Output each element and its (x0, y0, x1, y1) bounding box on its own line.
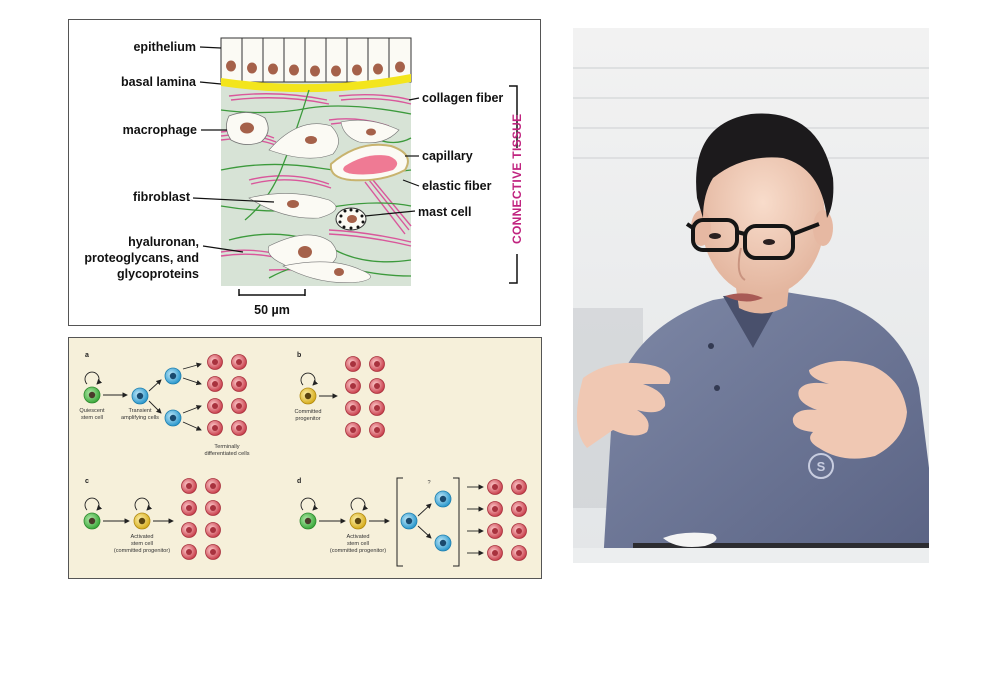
speaker-photo-svg: S (573, 28, 929, 563)
differentiated-cells-d (487, 479, 527, 561)
shirt-logo-text: S (817, 459, 826, 474)
label-committed-line2: progenitor (295, 416, 320, 422)
label-hyaluronan-line1: hyaluronan, (128, 235, 199, 249)
label-elastic-fiber: elastic fiber (422, 179, 492, 193)
label-connective-tissue: CONNECTIVE TISSUE (510, 114, 524, 244)
basal-lamina-band (221, 74, 411, 93)
differentiated-cells-c (181, 478, 221, 560)
face (701, 140, 825, 296)
connective-tissue-diagram: epithelium basal lamina macrophage fibro… (68, 19, 541, 326)
label-hyaluronan-line2: proteoglycans, and (84, 251, 199, 265)
label-terminal-line2: differentiated cells (205, 451, 250, 457)
panel-letter-c: c (85, 478, 89, 485)
label-macrophage: macrophage (123, 123, 197, 137)
collagen-fibers (220, 93, 412, 279)
differentiated-cells-a (207, 354, 247, 436)
label-question: ? (427, 480, 430, 486)
label-transient-line2: amplifying cells (121, 415, 159, 421)
mast-cell (335, 207, 367, 231)
label-activated-d-line3: (committed progenitor) (330, 548, 386, 554)
label-activated-c-line2: stem cell (131, 541, 153, 547)
glasses-icon (685, 218, 820, 260)
label-transient-line1: Transient (128, 408, 152, 414)
label-fibroblast: fibroblast (133, 190, 191, 204)
label-quiescent-line2: stem cell (81, 415, 103, 421)
label-leader-lines (192, 46, 420, 253)
macrophage-cell (226, 112, 269, 145)
lineage-panel-c: c Activated stem cell (committed progeni… (83, 478, 221, 560)
panel-letter-d: d (297, 478, 301, 485)
panel-letter-b: b (297, 352, 301, 359)
label-collagen-fiber: collagen fiber (422, 91, 503, 105)
right-hand (792, 360, 907, 459)
lineage-panel-a: a Quiescent stem cell Transient amplifyi… (79, 352, 249, 457)
label-mast-cell: mast cell (418, 205, 472, 219)
shirt-logo-icon (808, 453, 834, 479)
label-terminal-line1: Terminally (214, 444, 239, 450)
self-renewal-arrow (84, 371, 103, 385)
lineage-panel-b: b Committed progenitor (294, 352, 385, 438)
desk-object (663, 532, 717, 547)
label-hyaluronan-line3: glycoproteins (117, 267, 199, 281)
hair (696, 113, 834, 218)
capillary-vessel (329, 143, 409, 182)
stem-cell-lineage-svg: a Quiescent stem cell Transient amplifyi… (79, 352, 527, 567)
fibroblast-nuclei (287, 128, 376, 276)
uncertain-step-brackets (396, 477, 460, 567)
epithelium-cells (220, 37, 412, 83)
label-committed-line1: Committed (294, 409, 321, 415)
label-activated-c-line1: Activated (130, 534, 153, 540)
connective-tissue-bracket (509, 85, 518, 284)
connective-tissue-svg: epithelium basal lamina macrophage fibro… (84, 37, 524, 317)
label-basal-lamina: basal lamina (121, 75, 197, 89)
differentiated-cells-b (345, 356, 385, 438)
label-activated-d-line1: Activated (346, 534, 369, 540)
scale-bar (238, 289, 306, 296)
label-epithelium: epithelium (133, 40, 196, 54)
label-quiescent-line1: Quiescent (79, 408, 105, 414)
shirt (603, 290, 929, 563)
label-activated-c-line3: (committed progenitor) (114, 548, 170, 554)
left-hand (576, 362, 671, 448)
lineage-panel-d: d Activated stem cell (committed progeni… (297, 477, 527, 567)
speaker-photo: S (573, 28, 929, 563)
label-scale-bar: 50 µm (254, 303, 290, 317)
label-activated-d-line2: stem cell (347, 541, 369, 547)
stem-cell-lineage-diagram: a Quiescent stem cell Transient amplifyi… (68, 337, 542, 579)
label-capillary: capillary (422, 149, 473, 163)
panel-letter-a: a (85, 352, 89, 359)
